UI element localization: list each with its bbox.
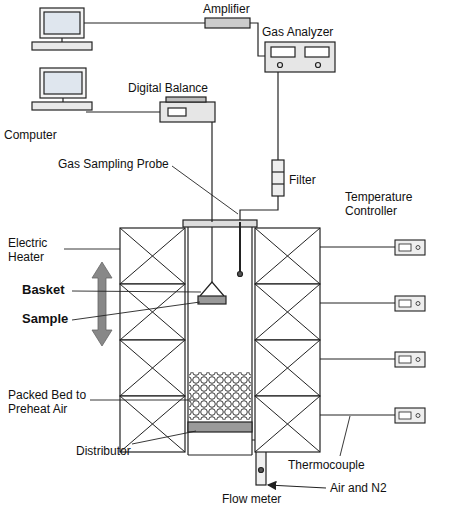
controller-knob: [416, 414, 420, 418]
device-label: Flow meter: [222, 492, 281, 506]
thermocouple-wire: [320, 247, 395, 248]
part-label: Electric Heater: [8, 236, 64, 264]
filter: [272, 160, 284, 196]
gas-sampling-probe: [239, 222, 241, 272]
reactor-tube: [187, 227, 188, 455]
part-label: Distributor: [76, 444, 131, 458]
controller-knob: [416, 358, 420, 362]
device-label: Computer: [4, 128, 57, 142]
part-label: Thermocouple: [288, 458, 365, 472]
heater-block: [255, 396, 320, 452]
controller-knob: [416, 302, 420, 306]
heater-block: [255, 284, 320, 340]
suspension-wire: [211, 227, 212, 282]
heater-block: [255, 228, 320, 284]
sample: [198, 296, 226, 304]
motion-arrow: [92, 262, 112, 346]
controller-box: [395, 408, 425, 423]
heater-cross: [120, 228, 185, 284]
heater-cross: [255, 284, 320, 340]
controller-box: [395, 240, 425, 255]
heater-block: [120, 396, 185, 452]
device-label: Digital Balance: [128, 81, 208, 95]
part-label: Sample: [22, 312, 68, 326]
thermocouple-wire: [320, 303, 395, 304]
controller-display: [399, 300, 411, 307]
inlet-label: Air and N2: [330, 481, 387, 495]
temperature-controller: [320, 240, 425, 423]
controller-display: [399, 412, 411, 419]
packed-bed: [189, 372, 251, 420]
computer-top: [32, 8, 92, 50]
computer-bottom: [32, 68, 92, 110]
suspension-wire: [211, 122, 212, 222]
heater-cross: [120, 396, 185, 452]
device-label: Gas Analyzer: [262, 25, 333, 39]
basket: [200, 282, 224, 296]
signal-wire: [86, 111, 160, 112]
reactor-tube: [251, 227, 252, 455]
digital-balance: [160, 97, 215, 122]
controller-knob: [416, 246, 420, 250]
thermocouple-wire: [320, 359, 395, 360]
part-label: Packed Bed to Preheat Air: [8, 388, 88, 416]
device-label: Temperature Controller: [345, 190, 445, 218]
gas-analyzer: [265, 42, 335, 72]
leader-lines: [64, 166, 350, 456]
heater-cross: [255, 340, 320, 396]
controller-box: [395, 296, 425, 311]
device-label: Filter: [289, 173, 316, 187]
heater-cross: [120, 340, 185, 396]
heater-block: [120, 228, 185, 284]
controller-box: [395, 352, 425, 367]
controller-display: [399, 244, 411, 251]
gas-line: [240, 196, 278, 222]
device-label: Amplifier: [203, 2, 250, 16]
part-label: Gas Sampling Probe: [58, 157, 169, 171]
electric-heater: [120, 228, 320, 452]
heater-block: [255, 340, 320, 396]
heater-cross: [255, 396, 320, 452]
gas-line: [277, 72, 278, 160]
heater-block: [120, 340, 185, 396]
part-label: Basket: [22, 283, 65, 297]
heater-cross: [255, 228, 320, 284]
tube-cap: [183, 220, 257, 227]
signal-wire: [84, 22, 205, 23]
amplifier-box: [205, 18, 250, 28]
distributor: [188, 422, 252, 432]
gas-inlet-arrow: [268, 485, 326, 488]
thermocouple-wire: [320, 415, 395, 416]
controller-display: [399, 356, 411, 363]
